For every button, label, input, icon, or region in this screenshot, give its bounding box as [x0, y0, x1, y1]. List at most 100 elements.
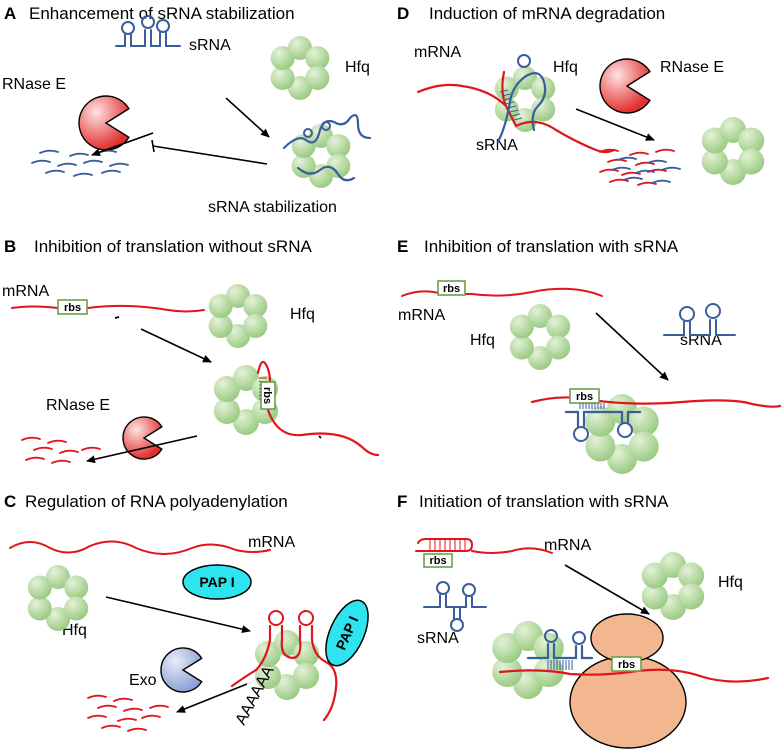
arrow-to-complex — [564, 564, 650, 615]
fragment — [149, 704, 169, 709]
hfq-ring — [701, 117, 765, 185]
hfq-subunit — [309, 164, 333, 188]
panel-c-mrna-label: mRNA — [248, 534, 295, 551]
fragment — [39, 149, 59, 154]
hfq-subunit — [528, 346, 552, 370]
srna-molecule — [663, 303, 736, 336]
fragment — [599, 148, 619, 153]
inhibition-line — [152, 145, 268, 165]
base-pair — [513, 117, 523, 121]
fragment — [45, 169, 65, 174]
srna-loop — [141, 15, 155, 29]
hfq-subunit — [607, 444, 637, 474]
exonuclease-enzyme — [160, 647, 203, 693]
hfq-subunit — [738, 127, 765, 154]
srna-loop — [679, 306, 695, 322]
mrna-fragments — [21, 436, 101, 464]
rbs-label: rbs — [443, 283, 460, 295]
hfq-subunit — [288, 36, 312, 60]
fragment — [21, 436, 41, 441]
hfq-subunit — [208, 314, 233, 338]
base-pair — [507, 105, 517, 109]
hairpin-loop — [268, 610, 284, 626]
fragment — [621, 171, 641, 176]
fragment — [629, 151, 649, 156]
hfq-subunit — [213, 398, 240, 424]
hfq-subunit — [641, 583, 668, 610]
arrow-to-complex — [595, 312, 669, 381]
srna-loop — [617, 422, 633, 438]
srna-fragments — [31, 149, 129, 177]
fragment — [623, 176, 643, 181]
panel-a-letter: A — [4, 4, 16, 23]
hfq-subunit — [531, 97, 556, 122]
fragment — [101, 724, 121, 729]
rbs-box: rbs — [569, 388, 600, 404]
hfq-subunit — [243, 294, 268, 318]
arrow-degradation — [176, 683, 248, 713]
rbs-frame — [423, 553, 453, 568]
hfq-subunit — [288, 76, 312, 100]
rbs-label: rbs — [576, 391, 593, 403]
hfq-subunit — [254, 663, 281, 689]
fragment — [47, 439, 67, 444]
fragment — [655, 148, 675, 153]
fragment — [87, 714, 107, 719]
inhibition-bar — [151, 139, 155, 153]
rbs-frame — [57, 299, 88, 315]
srna-stem — [453, 606, 461, 620]
base-pair — [499, 89, 509, 93]
srna-wrap — [282, 114, 372, 150]
hfq-subunit — [46, 565, 70, 589]
fragment — [599, 168, 619, 173]
hfq-subunit — [213, 376, 240, 402]
srna-path — [115, 29, 181, 47]
rbs-label: rbs — [429, 555, 446, 567]
srna-path — [496, 71, 547, 144]
rbs-box: rbs — [57, 299, 88, 315]
rbs-label: rbs — [261, 387, 273, 404]
hfq-subunit — [509, 314, 534, 339]
fragment — [607, 158, 627, 163]
panel-d-srna-label: sRNA — [476, 137, 518, 154]
srna-bound — [564, 410, 642, 428]
panel-a: A Enhancement of sRNA stabilization sRNA… — [2, 4, 372, 216]
panel-d-hfq-label: Hfq — [553, 59, 578, 76]
base-pair — [509, 109, 519, 113]
srna-loop — [436, 581, 450, 595]
fragment — [101, 169, 121, 174]
enzyme-body — [160, 647, 203, 693]
panel-a-srna-label: sRNA — [189, 37, 231, 54]
hfq-ring — [208, 284, 268, 348]
fragment — [609, 178, 629, 183]
hfq-subunit — [305, 66, 330, 90]
hfq-subunit — [270, 66, 295, 90]
enzyme-body — [599, 58, 651, 114]
panel-a-stabilization-label: sRNA stabilization — [208, 199, 337, 216]
pap-i-bound: PAP I — [325, 599, 369, 667]
rbs-frame — [437, 280, 466, 296]
panel-a-title: Enhancement of sRNA stabilization — [29, 4, 295, 23]
panel-b-letter: B — [4, 237, 16, 256]
hfq-subunit — [305, 46, 330, 70]
hfq-subunit — [326, 154, 351, 178]
srna-bound — [526, 642, 594, 660]
hfq-subunit — [274, 674, 300, 700]
hfq-subunit — [628, 431, 659, 462]
hfq-subunit — [585, 406, 616, 437]
srna-loop — [156, 19, 170, 33]
rbs-box: rbs — [611, 656, 642, 672]
srna-path — [423, 594, 487, 608]
panel-e-letter: E — [397, 237, 408, 256]
panel-b-title: Inhibition of translation without sRNA — [34, 237, 312, 256]
fragment — [33, 446, 53, 451]
mrna-line — [498, 668, 770, 683]
hfq-ring — [270, 36, 330, 100]
panel-b-hfq-label: Hfq — [290, 306, 315, 323]
panel-f-title: Initiation of translation with sRNA — [419, 492, 669, 511]
fragment — [87, 694, 107, 699]
rnase-e-enzyme — [599, 58, 651, 114]
fragment — [81, 446, 101, 451]
tick-mark — [114, 316, 120, 319]
srna-path — [663, 319, 736, 336]
